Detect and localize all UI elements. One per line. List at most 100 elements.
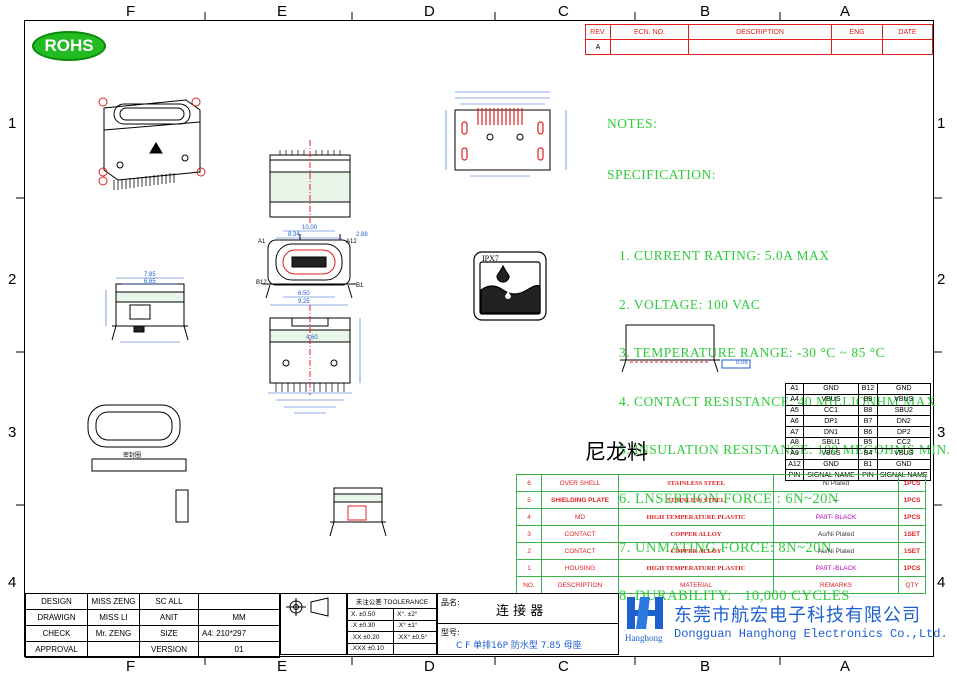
ipx7-symbol	[473, 251, 547, 321]
rev-value: A	[585, 39, 611, 55]
zone-col-d: D	[424, 658, 435, 675]
pin-label-b12: B12	[256, 280, 267, 286]
notes-heading: NOTES:	[607, 116, 658, 132]
zone-col-b: B	[700, 658, 711, 675]
panel-profile	[620, 324, 751, 373]
table-header: 未注公差 TOOLERANCE	[347, 593, 437, 609]
dim-label-front-a: 4.60	[306, 335, 318, 341]
zone-row-3: 3	[8, 424, 17, 441]
side-left-dims	[105, 277, 184, 343]
bottom-dims	[268, 318, 361, 414]
spec-item: 3. TEMPERATURE RANGE: -30 °C ~ 85 °C	[619, 345, 886, 361]
bottom-view	[269, 305, 351, 395]
rohs-badge: ROHS	[32, 31, 106, 61]
projection-cell	[280, 593, 347, 655]
zone-col-e: E	[277, 658, 288, 675]
ipx7-label: IPX7	[482, 254, 499, 263]
zone-col-c: C	[558, 658, 569, 675]
zone-col-f: F	[126, 3, 136, 20]
front-view	[262, 234, 356, 299]
table-row: .X ±0.30.X° ±1°	[346, 619, 437, 632]
company-logo-mark	[627, 597, 663, 629]
side-tolerance-label: 0.08	[736, 360, 748, 366]
drawing-frame	[24, 20, 934, 657]
projection-symbol	[286, 597, 329, 617]
product-block: 品名: 连 接 器 型号: C F 单排16P 防水型 7.85 母座	[437, 593, 619, 655]
spec-item: 2. VOLTAGE: 100 VAC	[619, 296, 761, 312]
zone-col-a: A	[840, 658, 851, 675]
zone-col-a: A	[840, 3, 851, 20]
side-view-left	[111, 283, 189, 341]
product-name: 连 接 器	[496, 604, 544, 619]
dim-label-top-c: 2.88	[356, 232, 368, 238]
seal-ring	[87, 404, 189, 523]
zone-col-b: B	[700, 3, 711, 20]
zone-row-4: 4	[937, 574, 946, 591]
zone-col-f: F	[126, 658, 136, 675]
dim-label-left-a: 7.85	[144, 272, 156, 278]
zone-col-d: D	[424, 3, 435, 20]
zone-row-1: 1	[8, 115, 17, 132]
rev-header-date: DATE	[882, 24, 933, 40]
top-view	[269, 140, 351, 225]
pin-label-a1: A1	[258, 239, 266, 245]
side-view-right	[329, 487, 387, 537]
table-row: .XXX ±0.10	[346, 642, 437, 655]
dim-label-top-a: 8.34	[288, 232, 300, 238]
product-model-label: 型号:	[441, 628, 460, 637]
spec-item: 1. CURRENT RATING: 5.0A MAX	[619, 248, 830, 264]
dim-label-mid-a: 6.50	[298, 291, 310, 297]
isometric-view	[98, 97, 206, 190]
spec-heading: SPECIFICATION:	[607, 167, 717, 183]
pcb-footprint	[454, 108, 551, 171]
zone-col-e: E	[277, 3, 288, 20]
zone-row-2: 2	[937, 271, 946, 288]
product-name-label: 品名:	[441, 598, 460, 607]
front-dims	[270, 230, 348, 306]
rev-date	[882, 39, 933, 55]
revision-table: REV. ECN. NO. DESCRIPTION ENG DATE A	[585, 24, 933, 55]
company-logo-text: Hanghong	[625, 633, 663, 643]
dim-label-top-b: 10.00	[302, 225, 318, 231]
pin-label-b1: B1	[356, 283, 364, 289]
product-model: C F 单排16P 防水型 7.85 母座	[456, 641, 582, 651]
table-row: .XX ±0.20.XX° ±0.5°	[346, 631, 437, 644]
pcb-dims	[445, 91, 567, 177]
company-name-en: Dongguan Hanghong Electronics Co.,Ltd.	[674, 627, 948, 641]
zone-row-3: 3	[937, 424, 946, 441]
pin-label-a12: A12	[346, 239, 357, 245]
zone-row-1: 1	[937, 115, 946, 132]
nylon-label: 尼龙料	[585, 440, 648, 464]
zone-row-2: 2	[8, 271, 17, 288]
zone-row-4: 4	[8, 574, 17, 591]
zone-col-c: C	[558, 3, 569, 20]
dim-label-mid-b: 9.25	[298, 299, 310, 305]
company-name-cn: 东莞市航宏电子科技有限公司	[674, 605, 921, 626]
